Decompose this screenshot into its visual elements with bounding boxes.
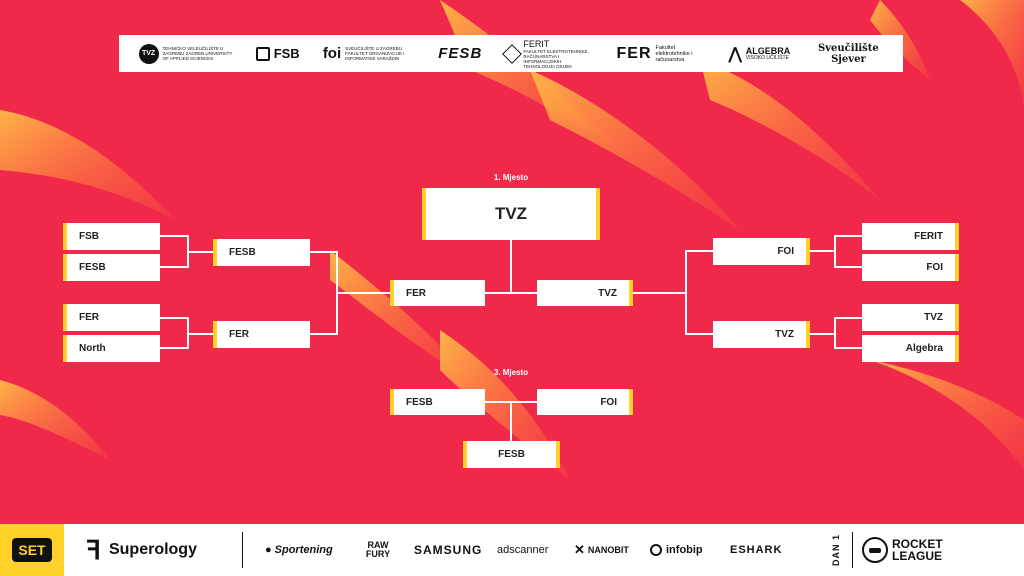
superology-s-icon: ꟻ (86, 534, 101, 565)
left-semi-team: FER (390, 280, 485, 306)
rocket-league-logo: ROCKET LEAGUE (862, 524, 943, 576)
right-r1-team-4: Algebra (862, 335, 959, 362)
left-r2-team-1: FESB (213, 239, 310, 266)
rawfury-name: RAW FURY (365, 540, 391, 559)
foi-logo: foi SVEUČILIŠTE U ZAGREBU FAKULTET ORGAN… (323, 45, 415, 62)
champion-box: TVZ (422, 188, 600, 240)
left-r1-team-2: FESB (63, 254, 160, 281)
nanobit-x-icon: ✕ (574, 542, 585, 557)
tvz-label: TEHNIČKO VELEUČILIŠTE U ZAGREBU ZAGREB U… (162, 46, 233, 61)
sjever-logo: Sveučilište Sjever (813, 43, 883, 65)
sjever-mark: Sveučilište Sjever (818, 42, 879, 65)
tvz-mark: TVZ (138, 43, 159, 64)
right-r2-team-1: FOI (713, 238, 810, 265)
footer-separator (242, 532, 243, 568)
rocket-league-car-icon (862, 537, 888, 563)
fer-logo: FER Fakultet elektrotehnike i računarstv… (617, 45, 706, 63)
fer-mark: FER (616, 44, 652, 62)
samsung-logo: SAMSUNG (414, 524, 482, 576)
footer-separator-2 (852, 532, 853, 568)
rocket-league-line2: LEAGUE (892, 549, 943, 563)
algebra-logo: ⋀ ALGEBRA VISOKO UČILIŠTE (729, 44, 791, 64)
third-match-team-2: FOI (537, 389, 633, 415)
algebra-mark: ALGEBRA (745, 46, 791, 56)
infobip-logo: infobip (650, 524, 703, 576)
superology-name: Superology (108, 541, 197, 558)
samsung-name: SAMSUNG (414, 543, 483, 557)
nanobit-logo: ✕ NANOBIT (574, 524, 629, 576)
day-label-wrap: DAN 1 (828, 524, 844, 576)
fsb-mark: FSB (273, 46, 300, 61)
sportening-name: Sportening (274, 544, 333, 556)
ferit-logo: FERIT FAKULTET ELEKTROTEHNIKE, RAČUNARST… (502, 38, 593, 69)
sportening-logo: ● Sportening (265, 524, 333, 576)
fesb-mark: FESB (438, 45, 483, 62)
set-mark: SET (12, 538, 52, 562)
third-match-team-1: FESB (390, 389, 485, 415)
left-r1-team-1: FSB (63, 223, 160, 250)
right-r1-team-1: FERIT (862, 223, 959, 250)
infobip-ring-icon (650, 544, 662, 556)
right-r2-team-2: TVZ (713, 321, 810, 348)
fesb-logo: FESB (438, 45, 482, 62)
right-r1-team-3: TVZ (862, 304, 959, 331)
left-r1-team-4: North (63, 335, 160, 362)
third-place-heading: 3. Mjesto (493, 368, 529, 377)
day-label: DAN 1 (831, 533, 842, 567)
third-place-winner: FESB (463, 441, 560, 468)
set-logo: SET (0, 524, 64, 576)
university-sponsor-bar: TVZ TEHNIČKO VELEUČILIŠTE U ZAGREBU ZAGR… (119, 35, 903, 72)
ferit-mark: FERIT (523, 38, 550, 49)
eshark-name: ESHARK (730, 544, 783, 556)
sponsor-footer: SET ꟻ Superology ● Sportening RAW FURY S… (0, 524, 1024, 576)
eshark-logo: ESHARK (730, 524, 782, 576)
rocket-league-line1: ROCKET (892, 537, 943, 551)
fsb-logo: FSB (255, 46, 300, 61)
fsb-emblem-icon (255, 46, 270, 61)
fer-label: Fakultet elektrotehnike i računarstva (655, 44, 693, 63)
foi-mark: foi (322, 45, 342, 62)
algebra-a-icon: ⋀ (728, 45, 742, 63)
algebra-label: VISOKO UČILIŠTE (745, 55, 789, 61)
sportening-icon: ● (265, 544, 272, 556)
infobip-name: infobip (666, 544, 703, 556)
foi-label: SVEUČILIŠTE U ZAGREBU FAKULTET ORGANIZAC… (345, 46, 405, 61)
ferit-label: FAKULTET ELEKTROTEHNIKE, RAČUNARSTVA I I… (523, 48, 589, 69)
first-place-heading: 1. Mjesto (493, 173, 529, 182)
left-r2-team-2: FER (213, 321, 310, 348)
rawfury-logo: RAW FURY (360, 524, 396, 576)
right-r1-team-2: FOI (862, 254, 959, 281)
left-r1-team-3: FER (63, 304, 160, 331)
tvz-logo: TVZ TEHNIČKO VELEUČILIŠTE U ZAGREBU ZAGR… (138, 43, 233, 64)
right-semi-team: TVZ (537, 280, 633, 306)
superology-logo: ꟻ Superology (86, 524, 197, 576)
nanobit-name: NANOBIT (587, 545, 629, 555)
adscanner-logo: adscanner (497, 524, 548, 576)
adscanner-name: adscanner (497, 544, 549, 556)
